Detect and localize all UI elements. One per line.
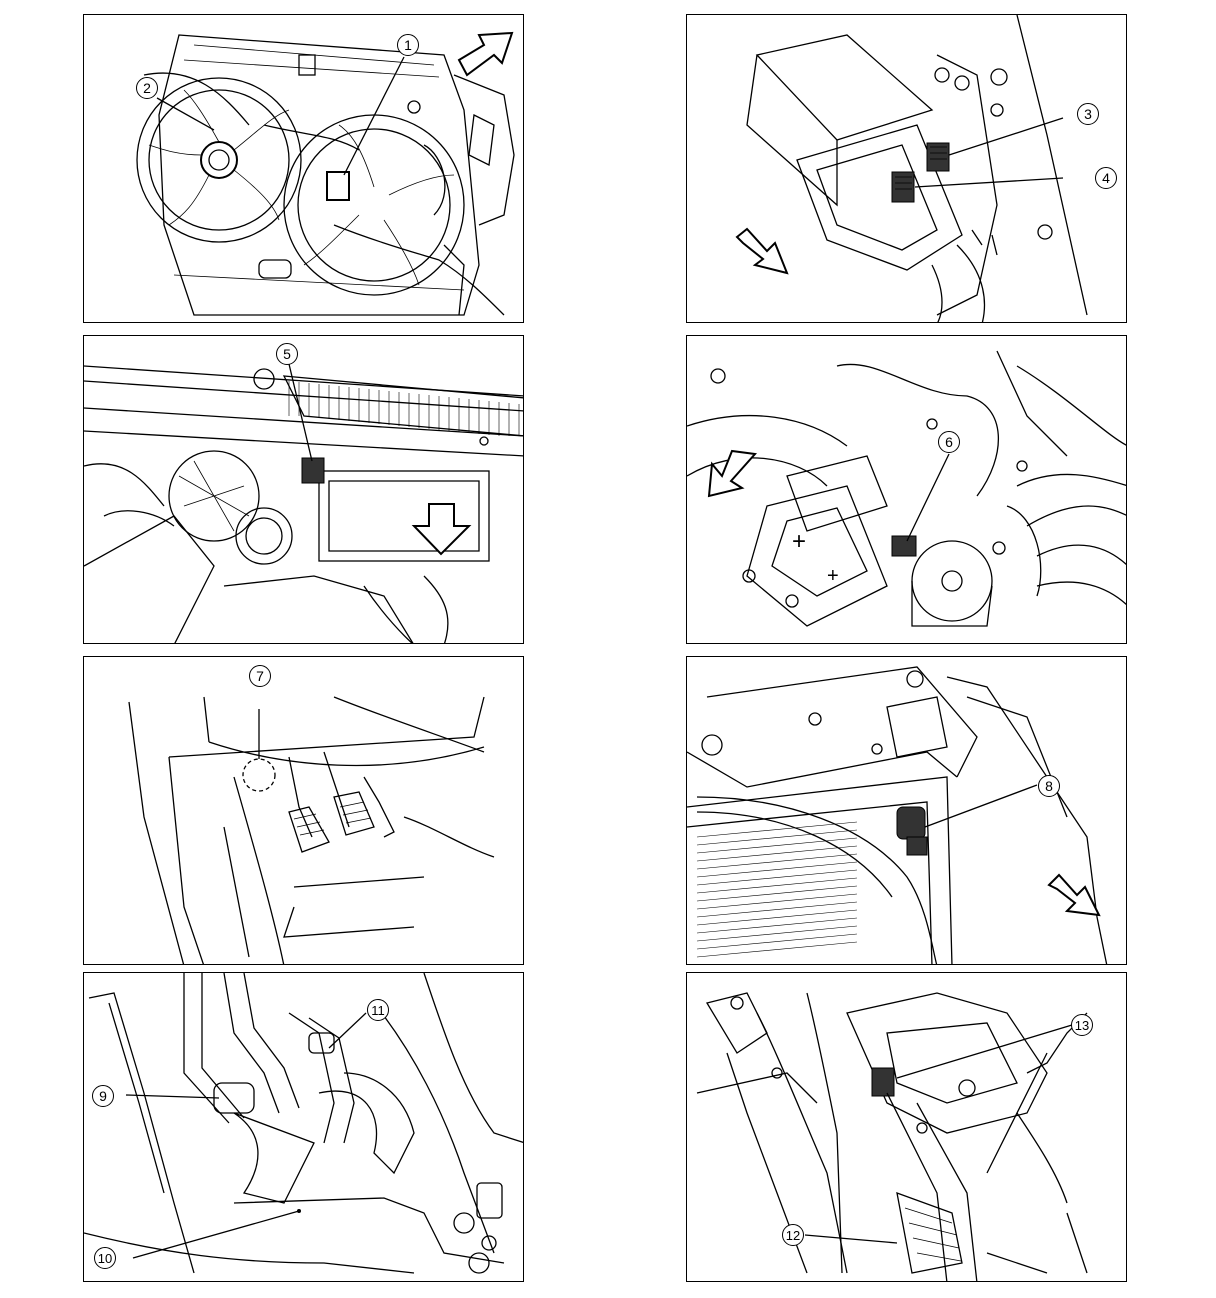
relay-box-drawing <box>735 15 1088 322</box>
front-direction-arrow-icon <box>707 449 758 498</box>
callout-10: 10 <box>94 1247 116 1269</box>
callout-9: 9 <box>92 1085 114 1107</box>
callout-8: 8 <box>1038 775 1060 797</box>
relay-3 <box>926 142 950 172</box>
pedal-12 <box>896 1191 963 1274</box>
relay-4 <box>891 171 915 203</box>
front-condenser-drawing <box>687 666 1108 964</box>
connector-6 <box>891 535 917 557</box>
cowl-area-drawing <box>84 363 523 643</box>
callout-11: 11 <box>367 999 389 1021</box>
callout-7: 7 <box>249 665 271 687</box>
callout-1: 1 <box>397 34 419 56</box>
left-fan-ring <box>136 77 302 243</box>
panel-radiator-fan: 1 2 <box>83 14 524 323</box>
panel-pedal-area: 7 <box>83 656 524 965</box>
battery-top <box>786 455 888 532</box>
callout-4: 4 <box>1095 167 1117 189</box>
brake-pedal <box>333 791 375 836</box>
panel-battery-area: + + 6 <box>686 335 1127 644</box>
connector-1 <box>326 171 350 201</box>
front-direction-arrow-icon <box>457 31 514 77</box>
panel-front-condenser: 8 <box>686 656 1127 965</box>
callout-5: 5 <box>276 343 298 365</box>
callout-6: 6 <box>938 431 960 453</box>
battery-plus-label: + <box>792 528 806 555</box>
callout-13: 13 <box>1071 1014 1093 1036</box>
callout-3: 3 <box>1077 103 1099 125</box>
panel-under-dash: 12 13 <box>686 972 1127 1282</box>
panel-cowl-area: 5 <box>83 335 524 644</box>
connector-13 <box>871 1067 895 1097</box>
location-7 <box>242 758 276 792</box>
front-direction-arrow-icon <box>735 227 789 275</box>
box-lid <box>755 34 934 141</box>
callout-2: 2 <box>136 77 158 99</box>
radiator-fan-drawing <box>136 31 515 316</box>
connector-8b <box>906 836 928 856</box>
left-fan-hub <box>200 141 238 179</box>
clutch-pedal <box>288 806 330 853</box>
ac-lines-drawing <box>84 973 523 1274</box>
front-direction-arrow-icon <box>411 503 472 556</box>
connector-5 <box>301 457 325 484</box>
reservoir-cap <box>911 540 993 622</box>
panel-relay-box: 3 4 <box>686 14 1127 323</box>
callout-12: 12 <box>782 1224 804 1246</box>
battery-plus-label-2: + <box>827 565 839 587</box>
under-dash-drawing <box>696 992 1088 1281</box>
front-direction-arrow-icon <box>1047 873 1101 917</box>
right-fan-ring <box>283 114 465 296</box>
battery-area-drawing: + + <box>687 350 1126 627</box>
connector-8 <box>896 806 926 840</box>
panel-ac-lines: 9 10 11 <box>83 972 524 1282</box>
pedal-area-drawing <box>128 696 495 964</box>
air-box <box>318 470 490 562</box>
